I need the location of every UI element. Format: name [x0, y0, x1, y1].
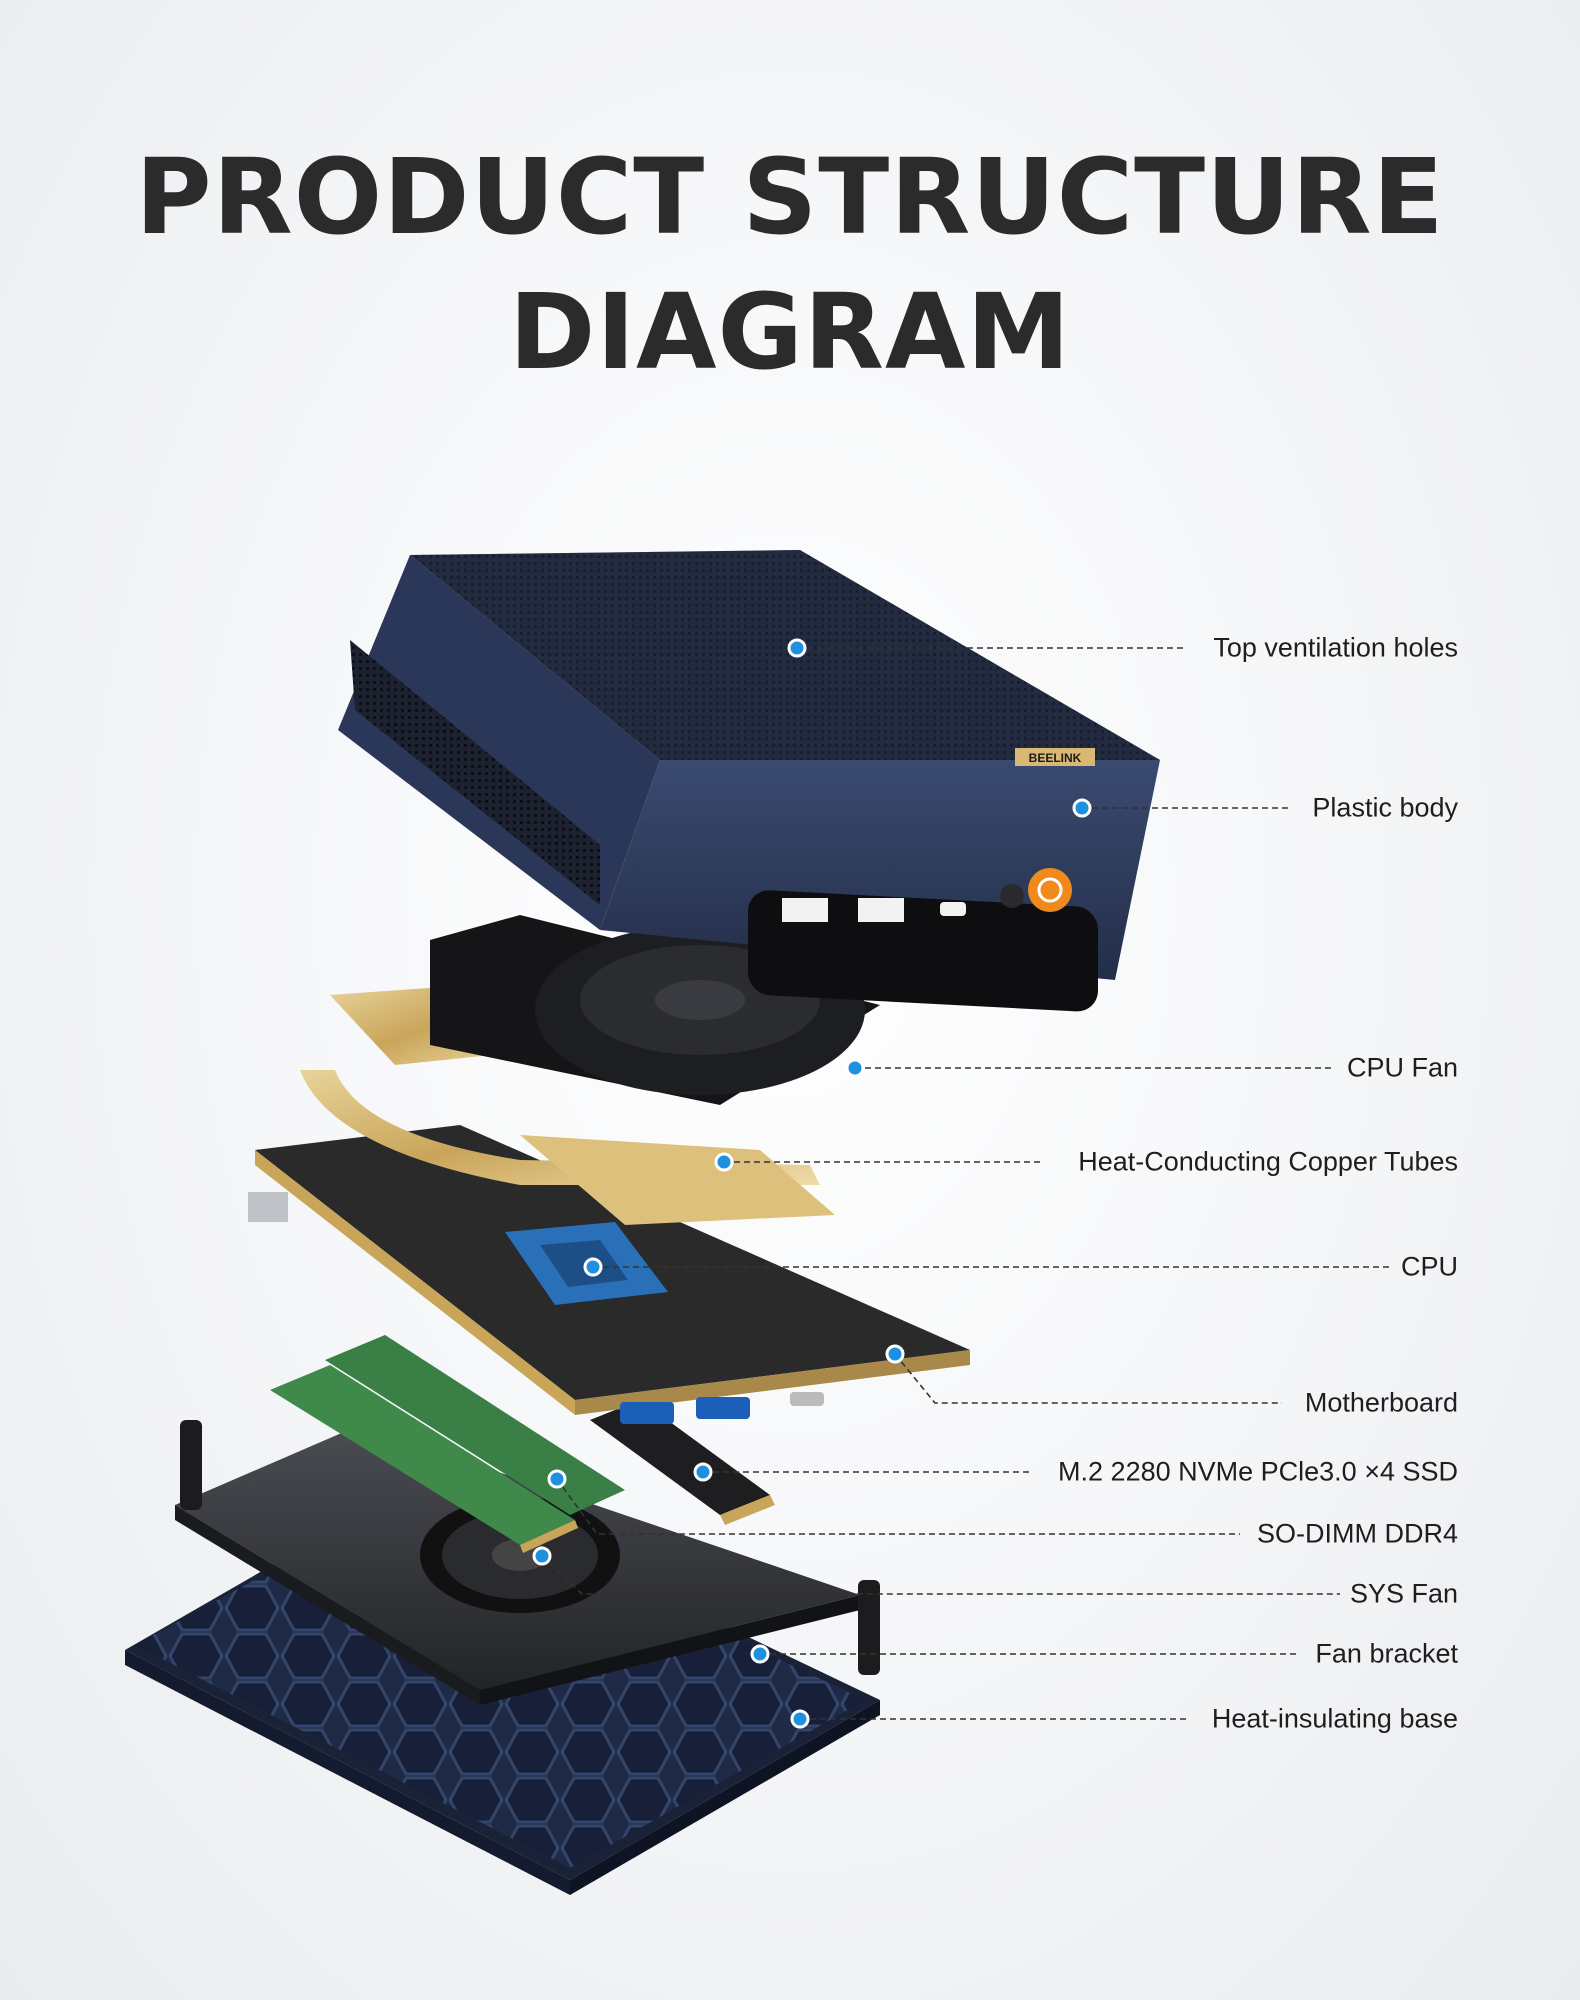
callout-dot-ssd: [693, 1462, 713, 1482]
callout-dot-plastic-body: [1072, 798, 1092, 818]
callout-label-cpu-fan: CPU Fan: [1346, 1052, 1458, 1083]
ssd-part: [590, 1400, 775, 1525]
callout-dot-cpu: [583, 1257, 603, 1277]
callout-dot-motherboard: [885, 1344, 905, 1364]
callout-dot-heat-insulating-base: [790, 1709, 810, 1729]
callout-dot-so-dimm: [547, 1469, 567, 1489]
callout-dot-cpu-fan: [845, 1058, 865, 1078]
callout-label-fan-bracket: Fan bracket: [1315, 1638, 1458, 1669]
callout-label-top-ventilation-holes: Top ventilation holes: [1213, 632, 1458, 663]
chassis-part: [338, 550, 1160, 1012]
callout-dot-sys-fan: [532, 1546, 552, 1566]
leader-line-so-dimm: [556, 1478, 1240, 1535]
callout-dot-fan-bracket: [750, 1644, 770, 1664]
callout-label-heat-insulating-base: Heat-insulating base: [1211, 1703, 1458, 1734]
callout-leaders: [532, 638, 1392, 1729]
callout-label-so-dimm: SO-DIMM DDR4: [1257, 1518, 1458, 1549]
leader-line-sys-fan: [541, 1555, 1340, 1595]
page-title-line-2: DIAGRAM: [509, 271, 1071, 393]
page-title-line-1: PRODUCT STRUCTURE: [135, 136, 1445, 258]
callout-label-plastic-body: Plastic body: [1312, 792, 1458, 823]
brand-badge: BEELINK: [1029, 751, 1082, 765]
callout-label-cpu: CPU: [1400, 1251, 1458, 1282]
callout-label-ssd: M.2 2280 NVMe PCle3.0 ×4 SSD: [1058, 1456, 1458, 1487]
callout-label-motherboard: Motherboard: [1304, 1387, 1458, 1418]
callout-dot-top-ventilation-holes: [787, 638, 807, 658]
callout-label-copper-tubes: Heat-Conducting Copper Tubes: [1078, 1146, 1458, 1177]
so-dimm-part: [270, 1335, 625, 1553]
leader-line-motherboard: [894, 1353, 1282, 1404]
callout-label-sys-fan: SYS Fan: [1349, 1578, 1458, 1609]
callout-dot-copper-tubes: [714, 1152, 734, 1172]
